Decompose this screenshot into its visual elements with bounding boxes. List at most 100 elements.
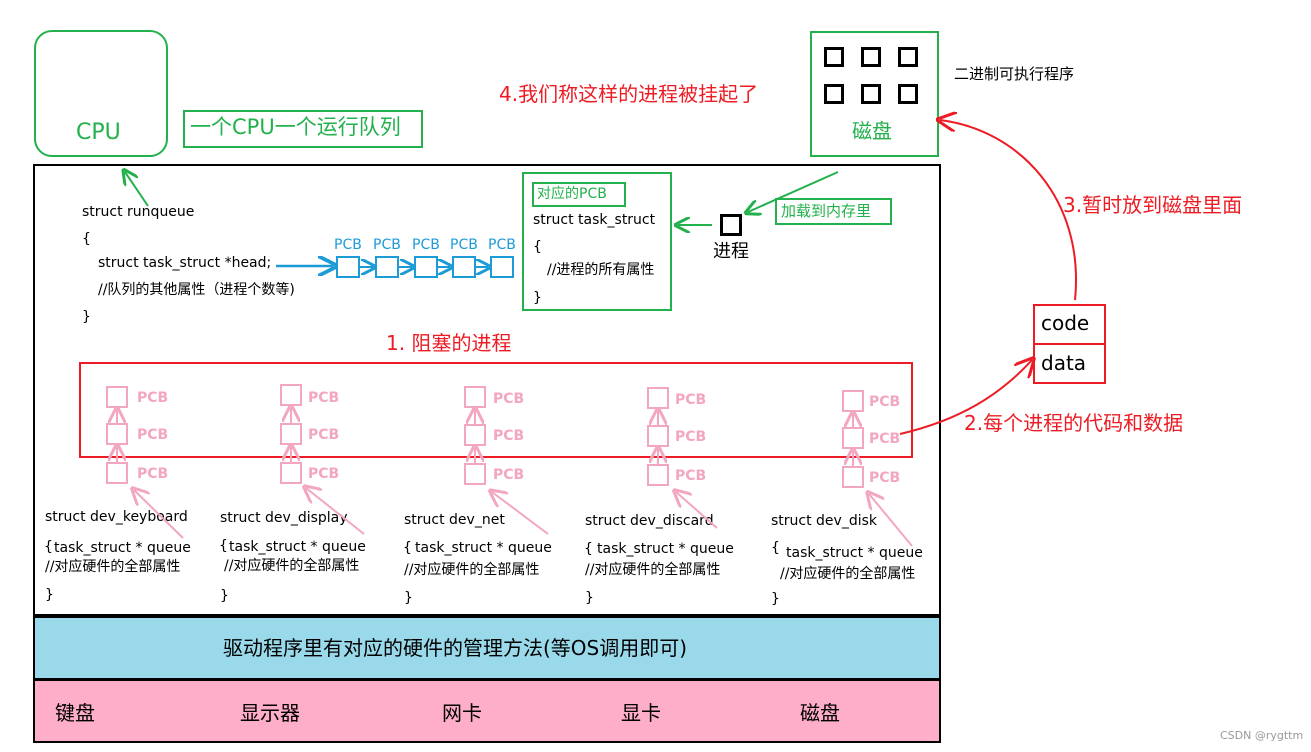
disk-file-icon-5 bbox=[861, 84, 881, 104]
disk-file-icon-4 bbox=[824, 84, 844, 104]
discard-pcb-box-3 bbox=[647, 464, 669, 486]
disk-label: 磁盘 bbox=[852, 119, 892, 143]
rq-pcb-label-5: PCB bbox=[488, 237, 516, 253]
kb-pcb-box-3 bbox=[106, 462, 128, 484]
disk-pcb-label-1: PCB bbox=[869, 394, 901, 410]
rq-pcb-label-4: PCB bbox=[450, 237, 478, 253]
discard-pcb-label-3: PCB bbox=[675, 468, 707, 484]
dev-display-struct: struct dev_display bbox=[220, 510, 348, 526]
load-to-memory-text: 加载到内存里 bbox=[781, 202, 872, 220]
net-pcb-box-3 bbox=[464, 463, 486, 485]
cpu-label: CPU bbox=[76, 120, 121, 145]
blocked-frame bbox=[79, 362, 913, 458]
arrow-code-to-disk bbox=[940, 120, 1077, 301]
disk-pcb-label-3: PCB bbox=[869, 470, 901, 486]
cpu-queue-note-text: 一个CPU一个运行队列 bbox=[190, 115, 401, 139]
disk-file-icon-1 bbox=[824, 47, 844, 67]
dev-display-comment: //对应硬件的全部属性 bbox=[224, 558, 360, 574]
task-struct-line-3: //进程的所有属性 bbox=[547, 262, 655, 278]
kernel-area bbox=[33, 164, 941, 616]
driver-bar-text: 驱动程序里有对应的硬件的管理方法(等OS调用即可) bbox=[223, 636, 688, 660]
dev-display-brace: { bbox=[219, 538, 228, 554]
code-label: code bbox=[1041, 311, 1090, 335]
kb-pcb-label-1: PCB bbox=[137, 390, 169, 406]
disk-file-icon-6 bbox=[898, 84, 918, 104]
runqueue-line-1: struct runqueue bbox=[82, 204, 195, 220]
disk-file-icon-3 bbox=[898, 47, 918, 67]
dev-discard-brace: { bbox=[584, 541, 593, 557]
dev-disk-comment: //对应硬件的全部属性 bbox=[780, 566, 916, 582]
disk-caption: 二进制可执行程序 bbox=[954, 65, 1075, 83]
process-square bbox=[720, 214, 742, 236]
load-to-memory-box bbox=[775, 198, 892, 225]
data-label: data bbox=[1041, 351, 1087, 375]
display-pcb-label-2: PCB bbox=[308, 427, 340, 443]
dev-keyboard-comment: //对应硬件的全部属性 bbox=[45, 559, 181, 575]
dev-keyboard-brace: { bbox=[44, 539, 53, 555]
dev-net-queue: task_struct * queue bbox=[415, 540, 552, 556]
net-pcb-label-3: PCB bbox=[493, 467, 525, 483]
hardware-disk: 磁盘 bbox=[800, 701, 840, 725]
arrow-pcb-to-code-data bbox=[899, 360, 1032, 435]
kb-pcb-label-3: PCB bbox=[137, 466, 169, 482]
arrow-disk-to-process bbox=[748, 171, 839, 212]
process-label: 进程 bbox=[713, 241, 749, 262]
dev-display-close: } bbox=[220, 588, 229, 604]
kb-pcb-label-2: PCB bbox=[137, 427, 169, 443]
net-pcb-label-1: PCB bbox=[493, 391, 525, 407]
rq-pcb-label-3: PCB bbox=[412, 237, 440, 253]
dev-net-close: } bbox=[404, 590, 413, 606]
dev-keyboard-close: } bbox=[45, 587, 54, 603]
dev-disk-close: } bbox=[771, 591, 780, 607]
disk-box bbox=[810, 31, 939, 157]
task-struct-line-1: struct task_struct bbox=[533, 212, 656, 228]
annotation-temp-disk: 3.暂时放到磁盘里面 bbox=[1063, 193, 1243, 217]
disk-pcb-box-3 bbox=[842, 466, 864, 488]
dev-keyboard-queue: task_struct * queue bbox=[54, 540, 191, 556]
dev-disk-brace: { bbox=[771, 540, 780, 556]
hardware-network-card: 网卡 bbox=[442, 701, 482, 725]
runqueue-line-5: } bbox=[82, 309, 91, 325]
kb-queue-arrow bbox=[134, 490, 184, 539]
display-pcb-box-3 bbox=[280, 462, 302, 484]
annotation-code-data: 2.每个进程的代码和数据 bbox=[964, 411, 1184, 435]
dev-net-comment: //对应硬件的全部属性 bbox=[404, 562, 540, 578]
display-queue-arrow bbox=[306, 488, 365, 535]
discard-pcb-label-2: PCB bbox=[675, 429, 707, 445]
hardware-keyboard: 键盘 bbox=[55, 701, 95, 725]
cpu-box bbox=[34, 30, 168, 157]
runqueue-line-3: struct task_struct *head; bbox=[98, 255, 272, 271]
display-pcb-label-3: PCB bbox=[308, 466, 340, 482]
net-pcb-label-2: PCB bbox=[493, 428, 525, 444]
cpu-queue-note bbox=[183, 110, 423, 148]
net-queue-arrow bbox=[492, 492, 549, 535]
runqueue-line-2: { bbox=[82, 231, 91, 247]
dev-net-brace: { bbox=[403, 540, 412, 556]
disk-file-icon-2 bbox=[861, 47, 881, 67]
dev-disk-queue: task_struct * queue bbox=[786, 545, 923, 561]
disk-queue-arrow bbox=[869, 494, 913, 547]
watermark: CSDN @rygttm bbox=[1220, 729, 1304, 742]
dev-discard-queue: task_struct * queue bbox=[597, 541, 734, 557]
hardware-bar bbox=[33, 679, 941, 743]
dev-keyboard-struct: struct dev_keyboard bbox=[45, 509, 188, 525]
task-struct-box bbox=[522, 172, 672, 311]
task-struct-title: 对应的PCB bbox=[537, 186, 607, 202]
arrow-to-cpu bbox=[125, 172, 149, 207]
runqueue-line-4: //队列的其他属性（进程个数等) bbox=[98, 282, 295, 298]
annotation-blocked: 1. 阻塞的进程 bbox=[386, 331, 512, 355]
task-struct-line-4: } bbox=[533, 290, 542, 306]
driver-bar bbox=[33, 616, 941, 680]
dev-discard-struct: struct dev_discard bbox=[585, 513, 714, 529]
task-struct-title-box bbox=[532, 182, 626, 207]
disk-pcb-label-2: PCB bbox=[869, 431, 901, 447]
annotation-suspended: 4.我们称这样的进程被挂起了 bbox=[499, 82, 759, 106]
hardware-graphics-card: 显卡 bbox=[621, 701, 661, 725]
dev-display-queue: task_struct * queue bbox=[229, 539, 366, 555]
dev-discard-comment: //对应硬件的全部属性 bbox=[585, 562, 721, 578]
discard-queue-arrow bbox=[676, 492, 718, 529]
rq-pcb-label-1: PCB bbox=[334, 237, 362, 253]
rq-pcb-label-2: PCB bbox=[373, 237, 401, 253]
discard-pcb-label-1: PCB bbox=[675, 392, 707, 408]
hardware-display: 显示器 bbox=[240, 701, 300, 725]
